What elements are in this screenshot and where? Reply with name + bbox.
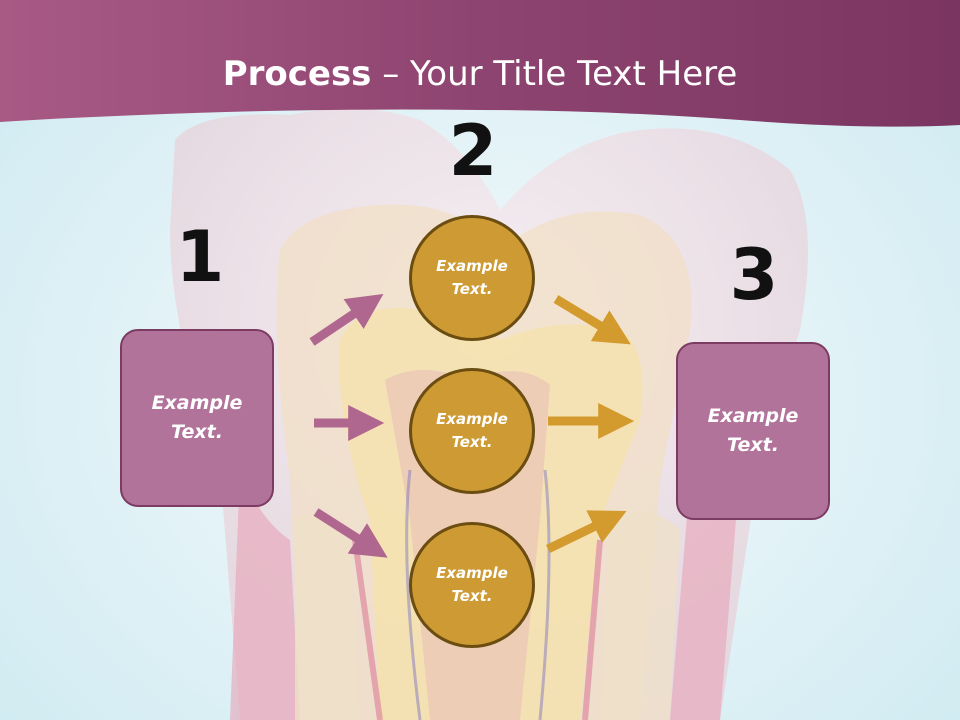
left-process-box: Example Text. — [120, 329, 274, 507]
arrow-bottom-to-right — [546, 510, 627, 554]
circle-top-text: Example Text. — [436, 257, 508, 298]
step-number-3: 3 — [729, 234, 779, 316]
circle-bottom-text: Example Text. — [436, 564, 508, 605]
right-process-box: Example Text. — [676, 342, 830, 520]
title-rest: – Your Title Text Here — [371, 54, 738, 94]
circle-top: Example Text. — [409, 215, 535, 341]
arrow-left-to-top — [309, 293, 384, 346]
circle-bottom: Example Text. — [409, 522, 535, 648]
step-number-1: 1 — [175, 216, 225, 298]
arrow-top-to-right — [553, 295, 631, 345]
step-number-2: 2 — [448, 110, 498, 192]
left-box-text: Example Text. — [151, 392, 243, 443]
right-box-text: Example Text. — [707, 405, 799, 456]
title-bold: Process — [222, 54, 372, 94]
arrow-left-to-bottom — [313, 508, 388, 558]
circle-middle-text: Example Text. — [436, 410, 508, 451]
slide-title: Process – Your Title Text Here — [0, 52, 960, 96]
circle-middle: Example Text. — [409, 368, 535, 494]
